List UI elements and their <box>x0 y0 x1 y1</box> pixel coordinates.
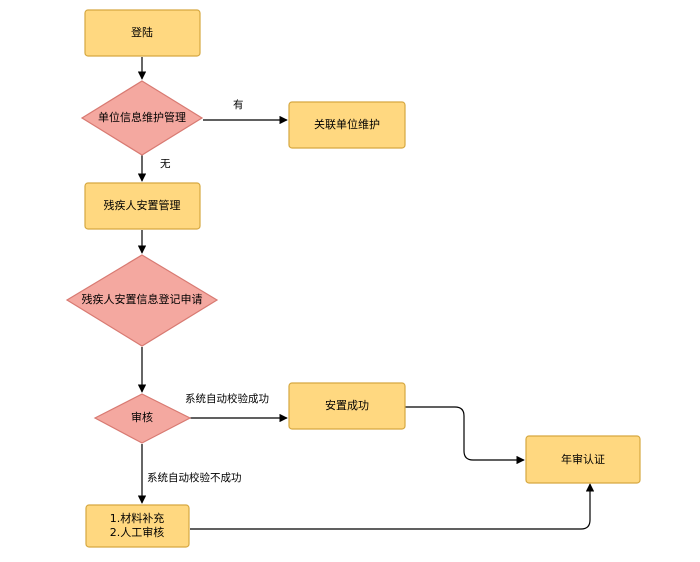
node-success: 安置成功 <box>288 382 406 430</box>
node-supplement: 1.材料补充 2.人工审核 <box>85 504 190 548</box>
node-login: 登陆 <box>84 9 201 57</box>
node-audit-label: 审核 <box>131 410 153 424</box>
node-unit-info-label: 单位信息维护管理 <box>98 110 186 124</box>
edge-label-has: 有 <box>233 98 244 111</box>
node-annual: 年审认证 <box>525 435 641 484</box>
edge-label-auto-fail: 系统自动校验不成功 <box>147 471 242 484</box>
node-linked-unit-label: 关联单位维护 <box>314 117 380 131</box>
edge-label-none: 无 <box>160 158 171 170</box>
edge-success-to-annual <box>405 406 525 465</box>
node-linked-unit: 关联单位维护 <box>288 101 406 149</box>
node-register-apply: 残疾人安置信息登记申请 <box>65 254 219 347</box>
node-supplement-line-1: 1.材料补充 <box>110 511 165 525</box>
node-register-apply-label: 残疾人安置信息登记申请 <box>82 292 203 306</box>
edge-supplement-to-annual <box>190 483 595 530</box>
node-success-label: 安置成功 <box>325 398 369 412</box>
node-unit-info: 单位信息维护管理 <box>80 80 204 156</box>
node-disabled-mgmt-label: 残疾人安置管理 <box>104 198 181 212</box>
node-login-label: 登陆 <box>131 25 153 39</box>
node-supplement-line-2: 2.人工审核 <box>110 525 165 539</box>
edge-label-auto-pass: 系统自动校验成功 <box>185 392 269 405</box>
node-annual-label: 年审认证 <box>561 452 605 466</box>
node-disabled-mgmt: 残疾人安置管理 <box>84 182 201 230</box>
node-audit: 审核 <box>93 393 192 444</box>
